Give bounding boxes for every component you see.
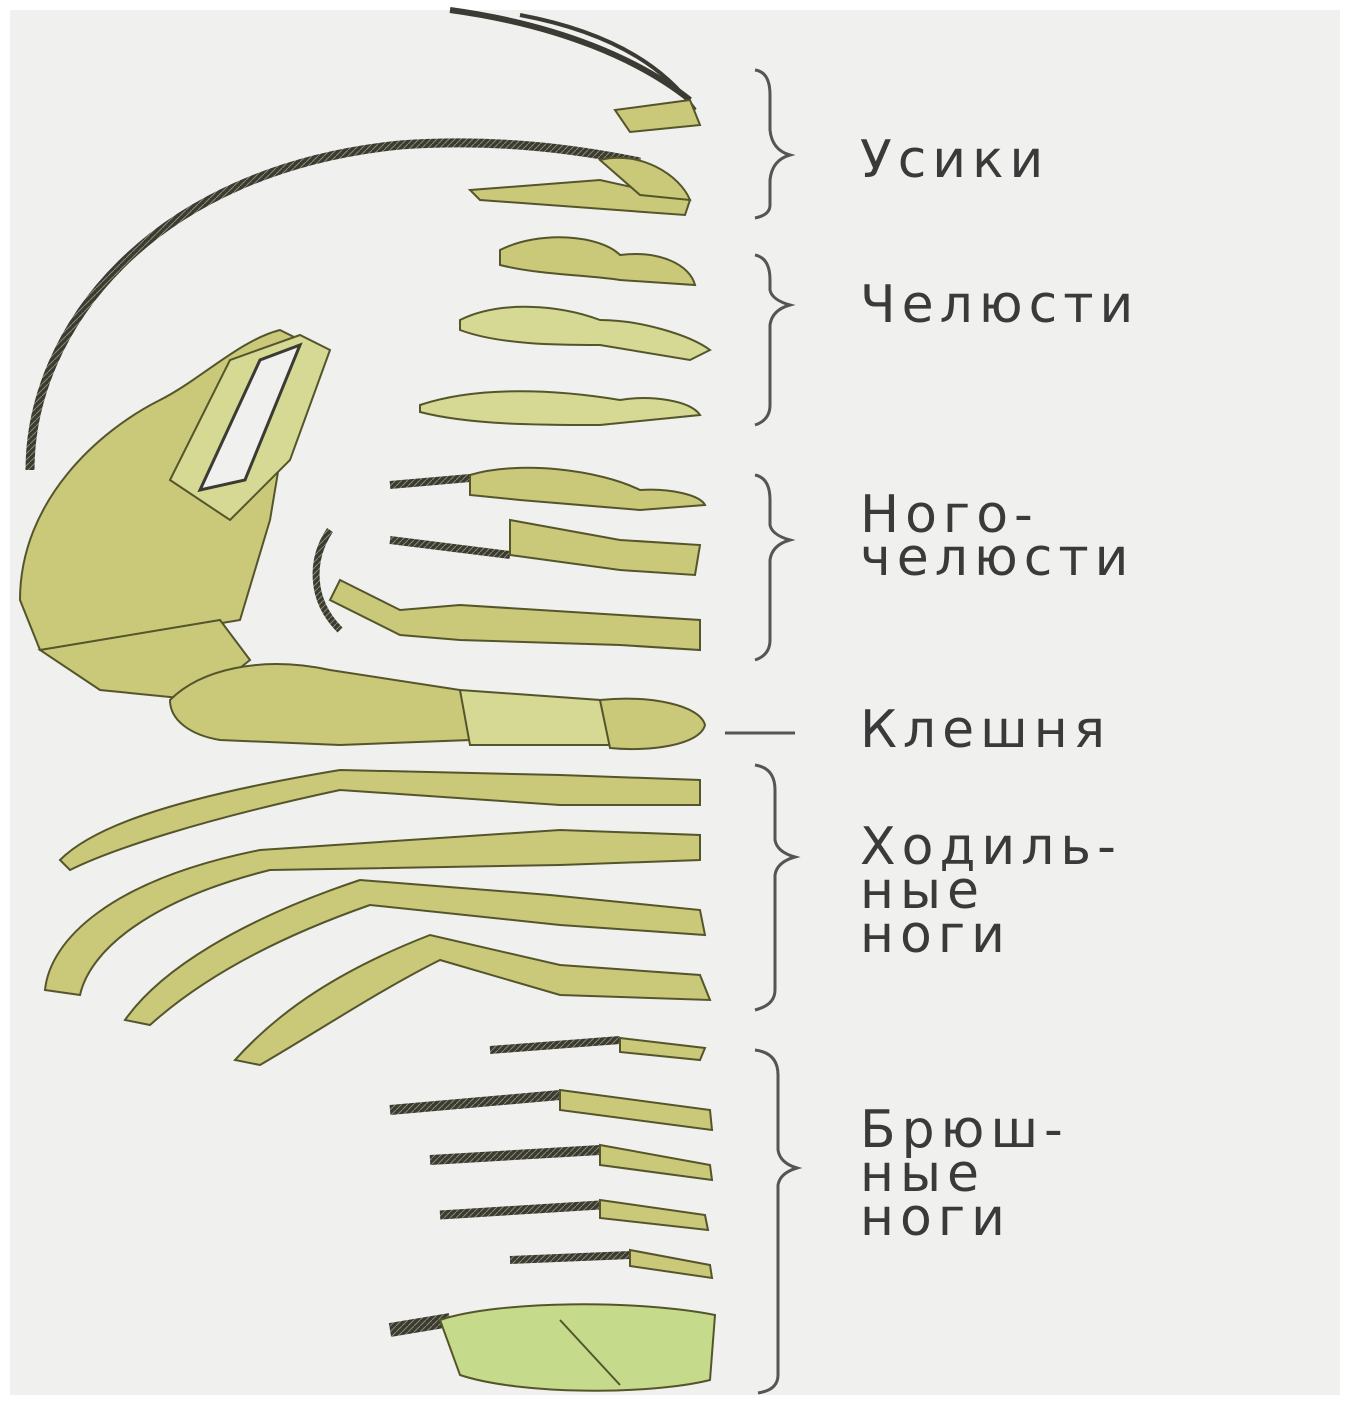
label-jaws: Челюсти [860,282,1139,328]
brace-walking-legs [755,765,795,1010]
label-claw: Клешня [860,707,1111,753]
merus [170,664,470,745]
uropod [440,1304,715,1390]
swimmerets-group [390,1038,715,1391]
label-antennae: Усики [860,137,1049,183]
antennule [450,10,690,100]
ischium [460,690,610,745]
brace-antennae [755,70,790,218]
walking-legs-group [45,770,710,1065]
label-walking-legs-line3: ноги [860,912,1011,958]
coxa [600,699,705,749]
brace-swimmerets [755,1050,797,1393]
jaws-group [420,237,710,425]
brace-jaws [755,255,790,425]
brace-maxillipeds [755,475,790,660]
maxillipeds-group [316,468,705,650]
label-maxillipeds-line2: челюсти [860,535,1134,581]
braces [725,70,797,1393]
label-swimmerets-line3: ноги [860,1195,1011,1241]
